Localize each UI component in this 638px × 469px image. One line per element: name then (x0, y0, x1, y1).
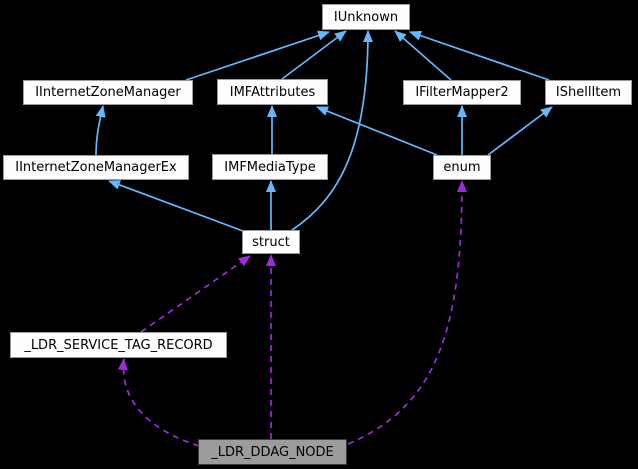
node-label: struct (252, 234, 290, 250)
node-label: IMFAttributes (229, 84, 316, 100)
node-label: IUnknown (333, 9, 399, 25)
node-iinternetzonemanagerex[interactable]: IInternetZoneManagerEx (3, 155, 189, 180)
node-label: IShellItem (555, 85, 622, 100)
node-label: IInternetZoneManager (35, 85, 181, 100)
node-imfattributes[interactable]: IMFAttributes (217, 79, 328, 105)
edge-_LDR_DDAG_NODE-to-enum (347, 180, 467, 445)
edge-enum-to-IMFAttributes (316, 106, 438, 156)
edge-IShellItem-to-IUnknown (409, 30, 550, 81)
node-label: _LDR_DDAG_NODE (211, 444, 334, 460)
node-imfmediatype[interactable]: IMFMediaType (212, 154, 328, 180)
edge-_LDR_DDAG_NODE-to-_LDR_SERVICE_TAG_RECORD (117, 358, 200, 447)
node-struct[interactable]: struct (242, 230, 300, 254)
node-ldr-service-tag-record[interactable]: _LDR_SERVICE_TAG_RECORD (10, 332, 227, 358)
node-label: enum (443, 160, 481, 175)
edge-IInternetZoneManagerEx-to-IInternetZoneManager (95, 105, 106, 156)
node-enum[interactable]: enum (433, 155, 491, 180)
edge-enum-to-IShellItem (487, 106, 553, 156)
node-ldr-ddag-node-current: _LDR_DDAG_NODE (198, 439, 347, 465)
edge-struct-to-IUnknown (291, 30, 373, 231)
edge-IInternetZoneManager-to-IUnknown (185, 30, 330, 81)
node-label: IMFMediaType (224, 159, 316, 175)
node-label: _LDR_SERVICE_TAG_RECORD (24, 337, 213, 353)
edge-IFilterMapper2-to-IUnknown (394, 30, 452, 81)
edge-_LDR_SERVICE_TAG_RECORD-to-struct (140, 255, 251, 333)
node-ifiltermapper2[interactable]: IFilterMapper2 (403, 80, 521, 105)
node-iunknown[interactable]: IUnknown (322, 4, 410, 30)
edge-struct-to-IInternetZoneManagerEx (108, 180, 244, 232)
node-label: IFilterMapper2 (415, 85, 509, 100)
edge-IMFAttributes-to-IUnknown (281, 30, 347, 80)
node-ishellitem[interactable]: IShellItem (545, 80, 632, 105)
node-iinternetzonemanager[interactable]: IInternetZoneManager (23, 80, 193, 105)
node-label: IInternetZoneManagerEx (15, 160, 177, 175)
